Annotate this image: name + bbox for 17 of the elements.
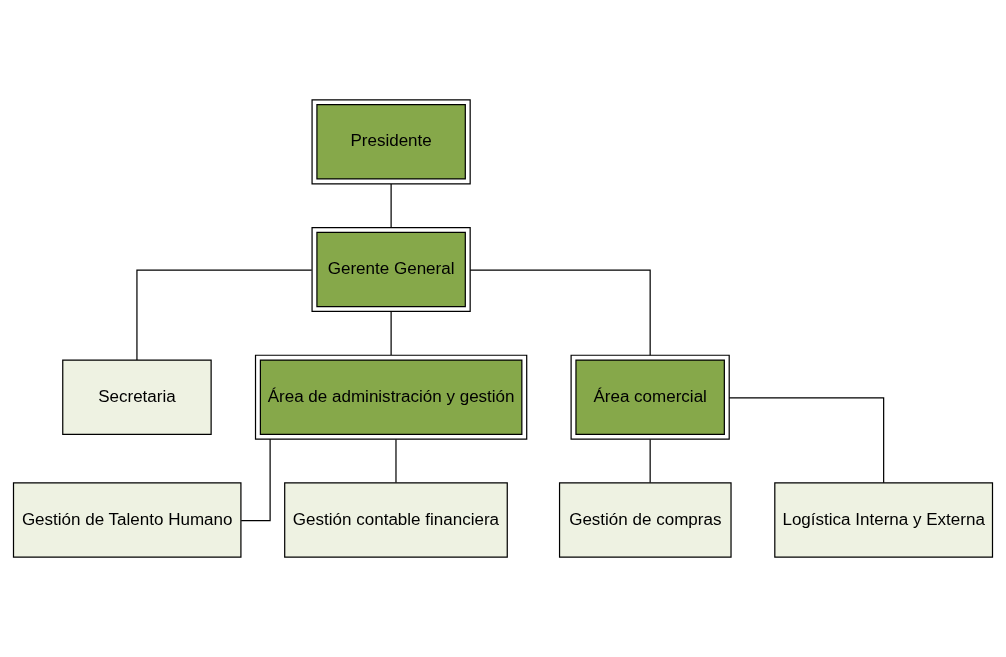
connector [649,438,651,484]
node-box: Logística Interna y Externa [774,482,994,558]
node-box: Gestión contable financiera [284,482,508,558]
connector [240,438,271,522]
node-box: Gerente General [311,226,471,313]
connector [390,183,392,228]
connector [395,438,397,484]
connector [469,269,651,356]
connector [728,397,885,484]
node-box: Gestión de Talento Humano [12,482,242,558]
node-box: Gestión de compras [558,482,732,558]
node-box: Secretaria [62,359,212,435]
connector [390,311,392,356]
node-box: Área de administración y gestión [254,354,528,440]
node-box: Presidente [311,99,471,185]
node-box: Área comercial [570,354,730,440]
connector [136,269,313,361]
